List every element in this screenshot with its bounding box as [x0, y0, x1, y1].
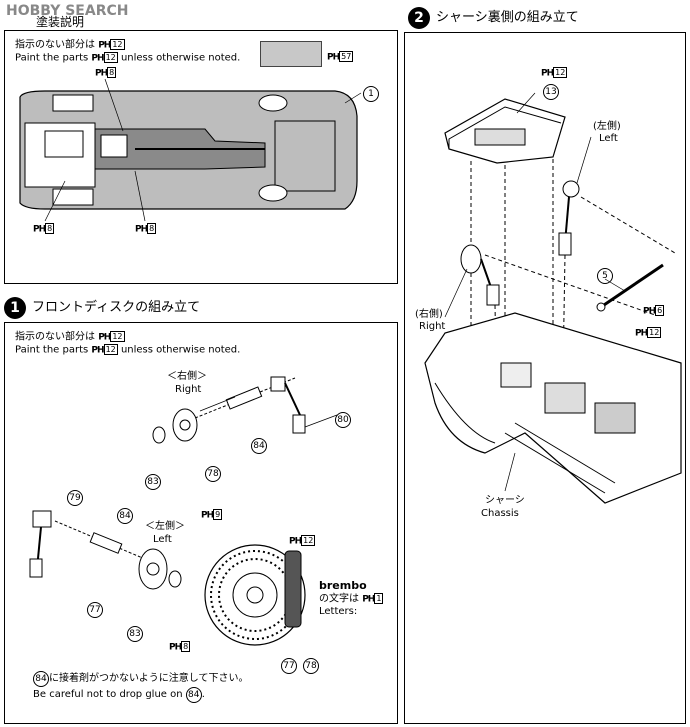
partial-header: 塗装説明 [36, 15, 85, 29]
right-label-jp-s2: (右側) [415, 309, 443, 320]
part-78-right: 78 [205, 461, 221, 482]
part-5: 5 [597, 263, 613, 284]
letters-en: Letters: [319, 606, 358, 617]
chassis-label-en: Chassis [481, 508, 519, 519]
right-label-en-s2: Right [419, 321, 446, 332]
left-label-en: Left [153, 534, 172, 545]
part-84-right: 84 [251, 433, 267, 454]
left-label-jp: ＜左側＞ [145, 521, 185, 532]
part-84-left: 84 [117, 503, 133, 524]
part-80: 80 [335, 407, 351, 428]
brembo-text: brembo [319, 579, 367, 592]
watermark-logo: HOBBY SEARCH [6, 3, 128, 19]
part-number-1: 1 [363, 81, 379, 102]
glue-note-en: Be careful not to drop glue on 84. [33, 687, 205, 703]
left-label-en-s2: Left [599, 133, 618, 144]
chassis-assembly-diagram [424, 92, 682, 504]
chassis-label-jp: シャーシ [485, 495, 525, 506]
right-label-en: Right [175, 384, 202, 395]
part-78-disc: 78 [303, 653, 319, 674]
chassis-underside-diagram [19, 78, 362, 222]
left-label-jp-s2: (左側) [593, 121, 621, 132]
color-swatch [260, 41, 322, 67]
part-13: 13 [543, 79, 559, 100]
part-77-left: 77 [87, 597, 103, 618]
right-label-jp: ＜右側＞ [167, 371, 207, 382]
part-77-disc: 77 [281, 653, 297, 674]
front-disc-diagram [29, 376, 338, 646]
part-83-right: 83 [145, 469, 161, 490]
part-79: 79 [67, 485, 83, 506]
watermark-text: HOBBY SEARCH [6, 3, 129, 19]
part-83-left: 83 [127, 621, 143, 642]
